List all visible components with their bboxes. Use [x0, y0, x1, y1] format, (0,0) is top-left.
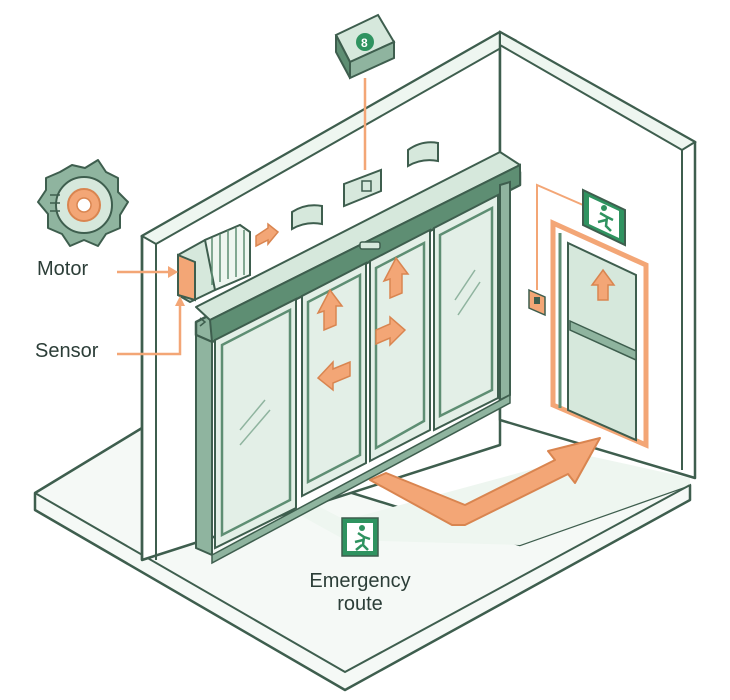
svg-text:8: 8	[361, 36, 368, 50]
sliding-door-unit	[194, 151, 522, 565]
route-arrow-icon	[369, 437, 601, 526]
door-arrow-up-1	[316, 288, 344, 332]
ceiling-exit-sign-icon: 8	[334, 13, 396, 170]
sensor-leader-line	[117, 296, 185, 356]
door-arrow-up-2	[382, 256, 410, 300]
motor-unit	[177, 222, 280, 304]
emergency-exit-door	[550, 219, 649, 449]
ceiling-control-box	[343, 168, 382, 208]
motor-leader-line	[117, 266, 178, 278]
door-glass-panel-1	[214, 297, 297, 550]
exit-door-up-arrow	[590, 268, 616, 301]
emergency-route-label: Emergency route	[290, 570, 430, 616]
wall-switch	[528, 183, 584, 317]
door-glass-panel-3	[369, 228, 431, 463]
emergency-route-label-line2: route	[337, 593, 383, 615]
sensor-label: Sensor	[35, 340, 99, 362]
door-arrow-right	[375, 315, 407, 347]
ceiling-sensor-1	[291, 204, 323, 231]
ceiling-sensor-2	[407, 141, 439, 168]
door-arrow-left	[316, 360, 351, 392]
motor-label: Motor	[37, 258, 89, 280]
emergency-exit-sign-icon	[582, 188, 626, 247]
running-man-exit-icon	[341, 517, 379, 557]
emergency-route-label-line1: Emergency	[309, 570, 411, 592]
door-glass-panel-4	[433, 193, 499, 432]
gear-icon	[37, 159, 129, 247]
